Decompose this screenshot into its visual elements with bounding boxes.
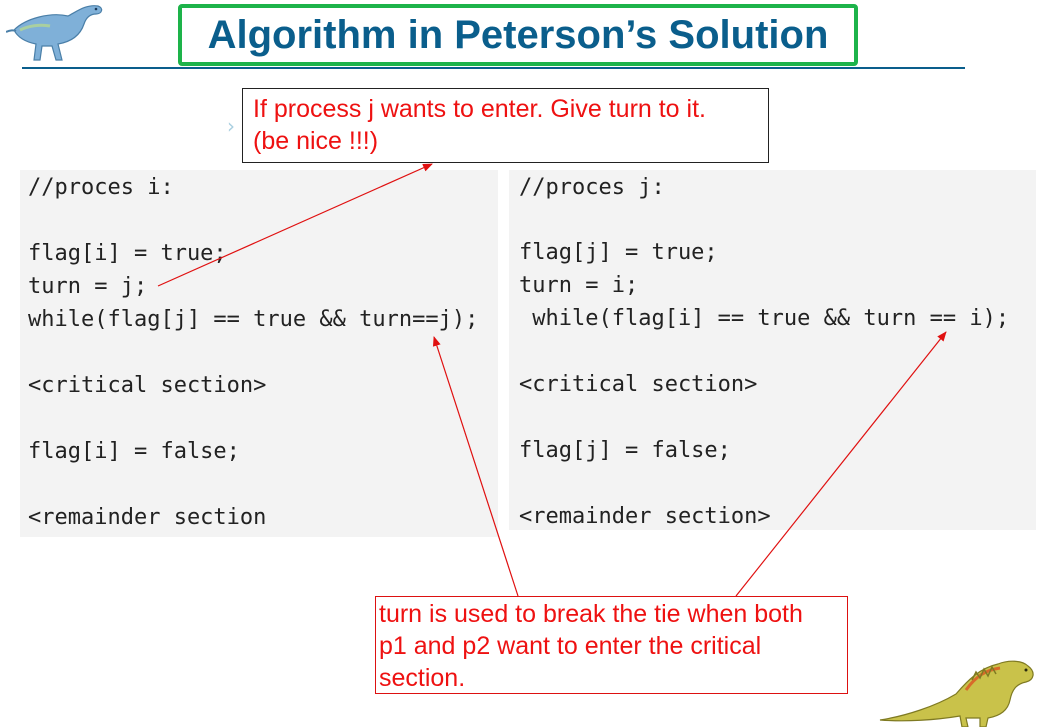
- code-line: flag[i] = false;: [28, 439, 240, 464]
- code-line: //proces j:: [519, 175, 665, 200]
- title-box: Algorithm in Peterson’s Solution: [178, 4, 858, 66]
- callout-break-tie: turn is used to break the tie when both …: [375, 596, 848, 694]
- title-underline: [22, 67, 965, 69]
- callout-give-turn: If process j wants to enter. Give turn t…: [242, 88, 769, 163]
- code-line: <critical section>: [519, 372, 758, 397]
- code-panel-process-j: //proces j: flag[j] = true; turn = i; wh…: [509, 170, 1036, 530]
- callout-text-line: If process j wants to enter. Give turn t…: [253, 95, 706, 123]
- code-line: while(flag[i] == true && turn == i);: [519, 306, 1010, 331]
- callout-text-line: (be nice !!!): [253, 127, 379, 155]
- code-line: <remainder section: [28, 505, 267, 530]
- bullet-marker: ›: [227, 114, 235, 138]
- slide-title: Algorithm in Peterson’s Solution: [207, 12, 829, 57]
- code-line: <remainder section>: [519, 504, 771, 529]
- code-line: turn = i;: [519, 273, 639, 298]
- callout-text-line: turn is used to break the tie when both: [379, 600, 803, 628]
- dinosaur-bottom-icon: [879, 660, 1034, 727]
- code-line: <critical section>: [28, 373, 267, 398]
- code-line: //proces i:: [28, 175, 174, 200]
- code-line: turn = j;: [28, 274, 148, 299]
- callout-text-line: p1 and p2 want to enter the critical: [379, 632, 762, 660]
- code-line: flag[i] = true;: [28, 241, 227, 266]
- code-line: flag[j] = false;: [519, 438, 731, 463]
- code-line: flag[j] = true;: [519, 240, 718, 265]
- code-panel-process-i: //proces i: flag[i] = true; turn = j; wh…: [20, 170, 498, 537]
- dinosaur-top-icon: [6, 5, 103, 61]
- callout-text-line: section.: [379, 664, 466, 692]
- code-line: while(flag[j] == true && turn==j);: [28, 307, 479, 332]
